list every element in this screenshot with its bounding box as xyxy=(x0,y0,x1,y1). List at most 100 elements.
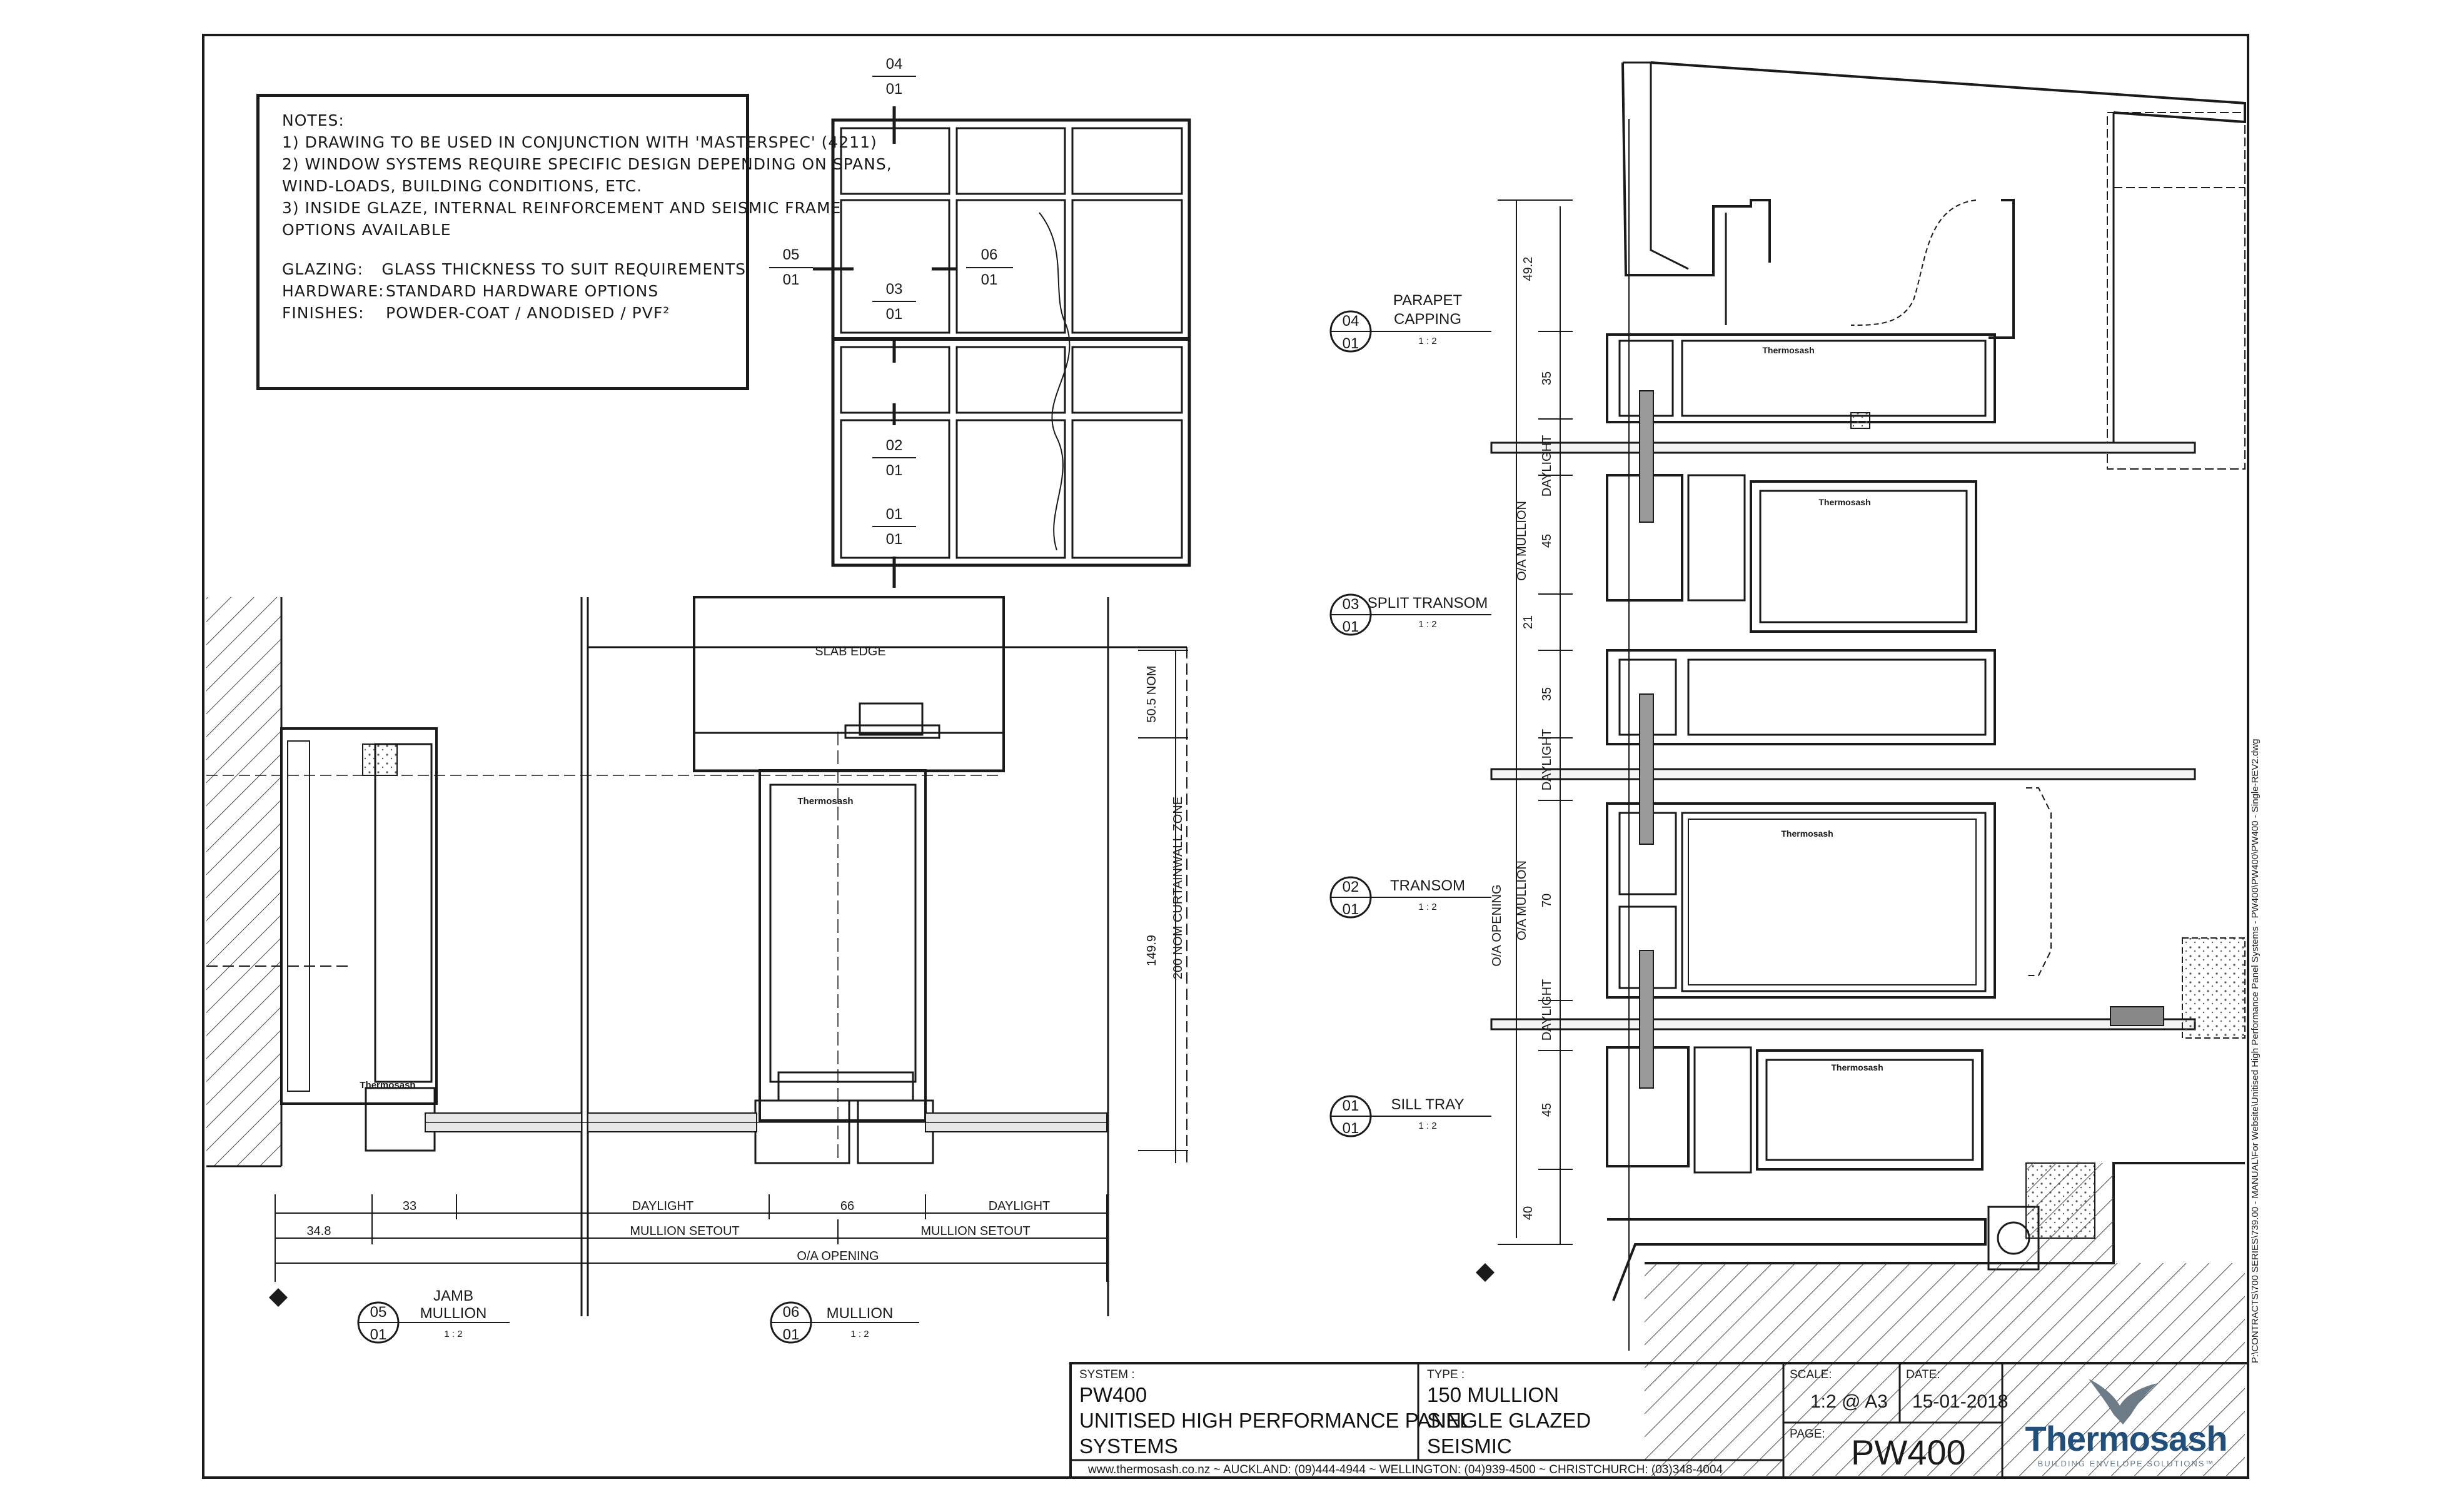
datum-marker-left xyxy=(269,1288,288,1307)
notes-line-5: OPTIONS AVAILABLE xyxy=(282,221,451,239)
sec-dim-daylight-1: DAYLIGHT xyxy=(1540,435,1554,497)
elev-ref-low-num: 02 xyxy=(886,437,903,454)
system-line-1: PW400 xyxy=(1079,1383,1147,1406)
elev-ref-right-sheet: 01 xyxy=(981,271,998,288)
dim-oa-opening: O/A OPENING xyxy=(797,1249,879,1263)
type-label: TYPE : xyxy=(1427,1368,1465,1381)
callout-04-sheet: 01 xyxy=(1343,335,1359,352)
sec-dim-oa-mullion-1: O/A MULLION xyxy=(1515,501,1529,581)
sec-dim-oa-opening: O/A OPENING xyxy=(1490,884,1504,966)
notes-line-2: 2) WINDOW SYSTEMS REQUIRE SPECIFIC DESIG… xyxy=(282,155,892,173)
plan-callouts: 05 01 JAMB MULLION 1 : 2 06 01 MULLION 1… xyxy=(357,1288,919,1344)
elev-ref-top-num: 04 xyxy=(886,56,903,73)
title-block-frame xyxy=(1069,1362,2249,1479)
plan-labels: SLAB EDGE Thermosash Thermosash 33 34.8 … xyxy=(307,645,1185,1263)
type-line-2: SINGLE GLAZED xyxy=(1427,1409,1591,1432)
plan-detail xyxy=(206,596,1188,1316)
system-label: SYSTEM : xyxy=(1079,1368,1135,1381)
slab-hatch xyxy=(1645,1263,2245,1476)
elev-ref-right-num: 06 xyxy=(981,246,998,263)
page-value: PW400 xyxy=(1851,1433,1966,1472)
callout-01-title2: SILL TRAY xyxy=(1391,1096,1464,1113)
callout-03-title2: SPLIT TRANSOM xyxy=(1368,595,1488,612)
callout-03-scale: 1 : 2 xyxy=(1418,619,1436,630)
system-line-2: UNITISED HIGH PERFORMANCE PANEL xyxy=(1079,1409,1471,1432)
callout-02: 02 01 TRANSOM 1 : 2 xyxy=(1329,876,1491,919)
section-labels: Thermosash Thermosash Thermosash Thermos… xyxy=(1490,257,1883,1221)
wall-hatch xyxy=(206,597,281,1166)
sec-dim-45a: 45 xyxy=(1540,534,1554,548)
file-path-text: P:\CONTRACTS\700 SERIES\739.00 - MANUAL\… xyxy=(2250,738,2261,1363)
dim-50-5: 50.5 NOM xyxy=(1145,665,1159,722)
sec-dim-40: 40 xyxy=(1521,1206,1535,1220)
slab-edge-label: SLAB EDGE xyxy=(815,645,885,658)
callout-06-scale: 1 : 2 xyxy=(850,1329,869,1339)
dim-mullion-setout-left: MULLION SETOUT xyxy=(630,1224,739,1238)
page-label: PAGE: xyxy=(1790,1428,1825,1441)
callout-01: 01 01 SILL TRAY 1 : 2 xyxy=(1329,1095,1491,1137)
callout-03: 03 01 SPLIT TRANSOM 1 : 2 xyxy=(1329,593,1491,636)
callout-04-title1: PARAPET xyxy=(1393,292,1463,309)
contact-line: www.thermosash.co.nz ~ AUCKLAND: (09)444… xyxy=(1088,1463,1723,1476)
logo-bird-icon xyxy=(2089,1379,2157,1424)
elev-ref-left-sheet: 01 xyxy=(783,271,800,288)
slab-bracket xyxy=(693,596,1005,772)
spec-hardware-key: HARDWARE: xyxy=(282,282,385,300)
brand-label-head: Thermosash xyxy=(1762,345,1814,355)
sec-dim-49-2: 49.2 xyxy=(1521,257,1535,281)
callout-02-title2: TRANSOM xyxy=(1390,877,1465,894)
spec-hardware-value: STANDARD HARDWARE OPTIONS xyxy=(386,282,659,300)
callout-01-sheet: 01 xyxy=(1343,1120,1359,1137)
callout-06-sheet: 01 xyxy=(783,1326,800,1343)
brand-label-transom: Thermosash xyxy=(1781,829,1833,839)
type-value: 150 MULLION SINGLE GLAZED SEISMIC xyxy=(1427,1382,1591,1459)
elev-ref-left-num: 05 xyxy=(783,246,800,263)
callout-05-sheet: 01 xyxy=(370,1326,387,1343)
notes-panel: NOTES: 1) DRAWING TO BE USED IN CONJUNCT… xyxy=(256,94,892,390)
elev-ref-top-sheet: 01 xyxy=(886,81,903,98)
elevation xyxy=(813,106,1191,588)
elev-ref-low-sheet: 01 xyxy=(886,462,903,479)
elev-ref-bottom-num: 01 xyxy=(886,506,903,523)
callout-05-num: 05 xyxy=(370,1304,387,1321)
elev-ref-bottom-sheet: 01 xyxy=(886,531,903,548)
dim-33: 33 xyxy=(403,1199,416,1213)
spec-finishes-key: FINISHES: xyxy=(282,304,365,322)
elevation-refs: 04 01 05 01 06 01 03 01 02 01 01 01 xyxy=(769,56,1013,548)
date-label: DATE: xyxy=(1906,1368,1940,1381)
logo xyxy=(2089,1379,2157,1424)
elev-ref-mid-num: 03 xyxy=(886,281,903,298)
dim-daylight-left: DAYLIGHT xyxy=(632,1199,694,1213)
dim-34-8: 34.8 xyxy=(307,1224,331,1238)
logo-wordmark: Thermosash xyxy=(2025,1419,2228,1458)
sec-dim-45b: 45 xyxy=(1540,1103,1554,1117)
sec-dim-21: 21 xyxy=(1521,615,1535,629)
callout-06-title2: MULLION xyxy=(827,1305,894,1322)
type-line-1: 150 MULLION xyxy=(1427,1383,1559,1406)
datum-marker-right xyxy=(1476,1263,1495,1282)
logo-tagline: BUILDING ENVELOPE SOLUTIONS™ xyxy=(2037,1459,2215,1468)
notes-line-4: 3) INSIDE GLAZE, INTERNAL REINFORCEMENT … xyxy=(282,199,842,217)
spec-hardware: HARDWARE:STANDARD HARDWARE OPTIONS xyxy=(282,280,746,302)
type-line-3: SEISMIC xyxy=(1427,1434,1512,1458)
spec-finishes-value: POWDER-COAT / ANODISED / PVF² xyxy=(386,304,670,322)
sec-dim-daylight-2: DAYLIGHT xyxy=(1540,729,1554,791)
sec-dim-35b: 35 xyxy=(1540,687,1554,701)
callout-04-title2: CAPPING xyxy=(1394,311,1461,328)
spec-glazing-value: GLASS THICKNESS TO SUIT REQUIREMENTS xyxy=(381,260,746,278)
scale-label: SCALE: xyxy=(1790,1368,1832,1381)
notes-title: NOTES: xyxy=(282,111,345,129)
notes-line-1: 1) DRAWING TO BE USED IN CONJUNCTION WIT… xyxy=(282,133,877,151)
dim-daylight-right: DAYLIGHT xyxy=(989,1199,1051,1213)
brand-label-mullion: Thermosash xyxy=(797,796,853,807)
brand-label-split: Thermosash xyxy=(1818,497,1870,507)
brand-label-jamb: Thermosash xyxy=(360,1080,415,1091)
dim-66: 66 xyxy=(840,1199,854,1213)
callout-01-scale: 1 : 2 xyxy=(1418,1121,1436,1131)
notes-line-3: WIND-LOADS, BUILDING CONDITIONS, ETC. xyxy=(282,177,643,195)
callout-02-num: 02 xyxy=(1343,879,1359,895)
callout-01-num: 01 xyxy=(1343,1097,1359,1114)
elev-ref-mid-sheet: 01 xyxy=(886,306,903,323)
dim-200: 200 NOM CURTAINWALL ZONE xyxy=(1171,797,1185,979)
